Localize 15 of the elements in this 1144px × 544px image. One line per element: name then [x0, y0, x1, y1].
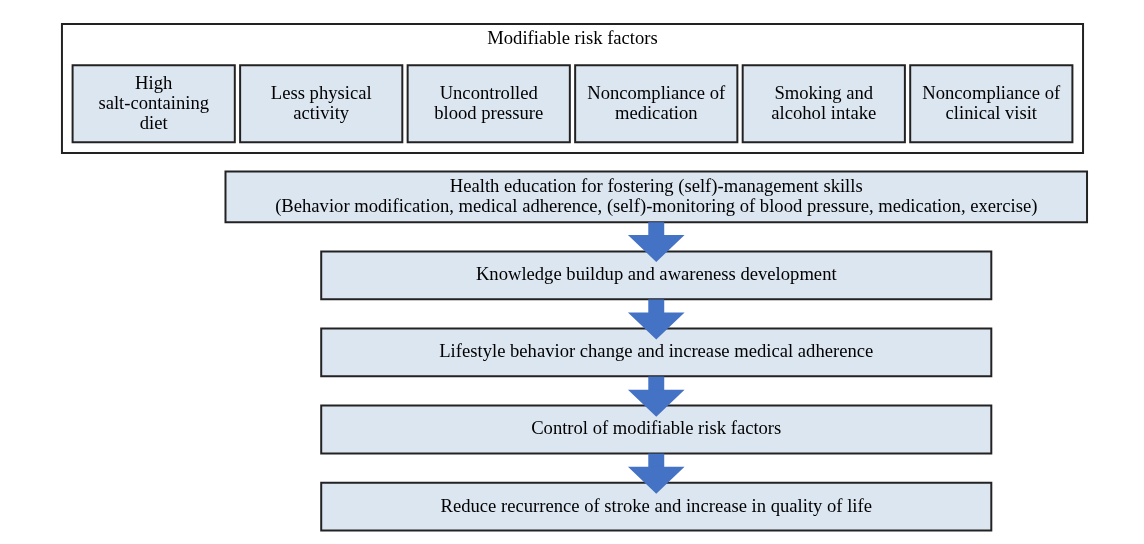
node-box: Noncompliance of medication	[573, 64, 738, 144]
node-box: Less physical activity	[238, 64, 403, 144]
node-box: Reduce recurrence of stroke and increase in quality of life	[319, 481, 992, 532]
arrow	[627, 299, 685, 340]
arrow	[627, 453, 685, 494]
node-box: Uncontrolled blood pressure	[406, 64, 571, 144]
arrow	[627, 222, 685, 262]
node-box: High salt-containing diet	[71, 64, 236, 144]
node-box: Health education for fostering (self)-management skills (Behavior modification, medical adherence, (self)-monitoring of blood pressure, medication, exercise)	[224, 170, 1088, 224]
node-box: Smoking and alcohol intake	[741, 64, 906, 144]
node-box: Noncompliance of clinical visit	[908, 64, 1073, 144]
node-box: Control of modifiable risk factors	[319, 404, 992, 455]
arrow	[627, 376, 685, 417]
node-box: Knowledge buildup and awareness development	[319, 250, 992, 301]
node-box: Lifestyle behavior change and increase medical adherence	[319, 327, 992, 378]
